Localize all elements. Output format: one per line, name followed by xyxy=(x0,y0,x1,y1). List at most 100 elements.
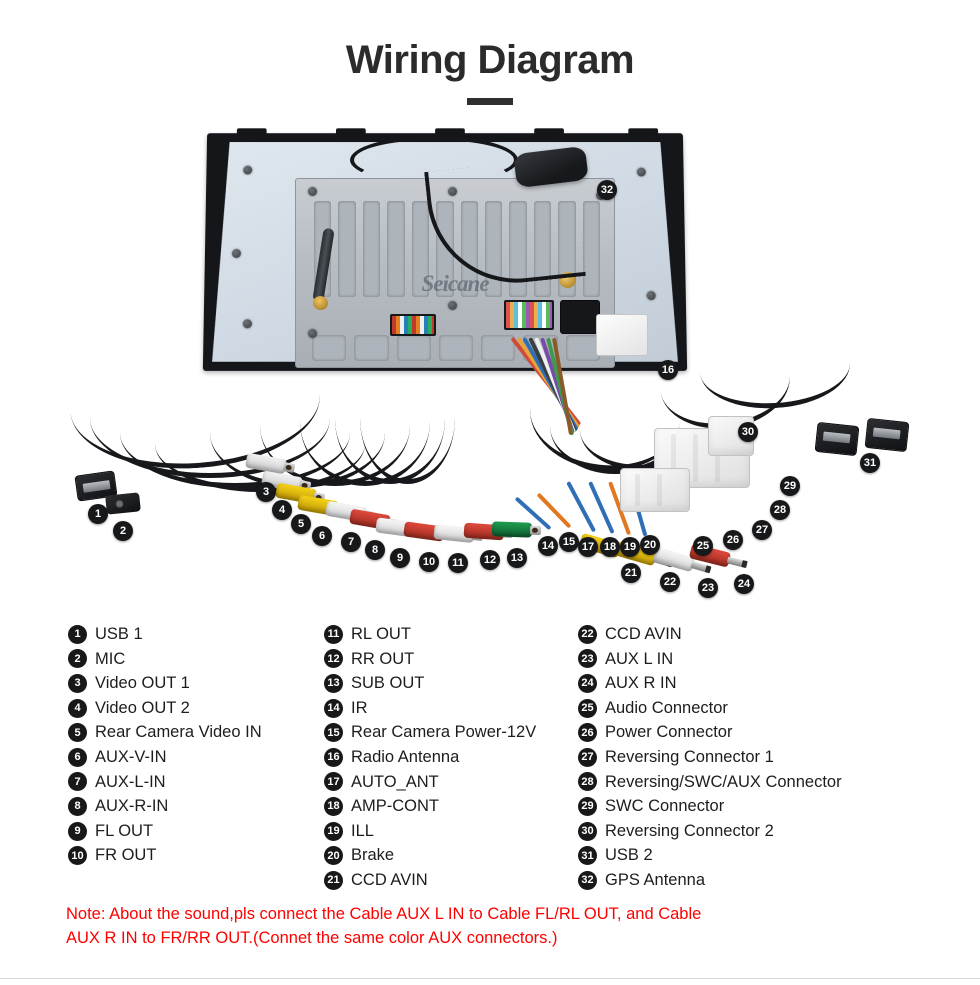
callout-badge-15: 15 xyxy=(559,532,579,552)
legend-number-badge: 30 xyxy=(578,821,597,841)
note-block: Note: About the sound,pls connect the Ca… xyxy=(66,903,926,951)
bezel-tab xyxy=(335,128,366,138)
note-line-1: Note: About the sound,pls connect the Ca… xyxy=(66,905,702,923)
vent-slot xyxy=(533,201,552,297)
legend-label: USB 1 xyxy=(95,625,143,644)
rear-harness-pins-secondary xyxy=(390,314,436,336)
callout-badge-25: 25 xyxy=(693,536,713,556)
callout-badge-3: 3 xyxy=(256,482,276,502)
vent-slot xyxy=(362,201,381,297)
bottom-divider xyxy=(0,978,980,979)
legend-number-badge: 10 xyxy=(68,846,87,866)
legend-number-badge: 8 xyxy=(68,796,87,816)
legend-number-badge: 20 xyxy=(324,846,343,866)
legend-label: IR xyxy=(351,698,368,717)
legend-label: Power Connector xyxy=(605,723,733,742)
rca-sub-out xyxy=(491,521,533,538)
legend-number-badge: 32 xyxy=(578,870,597,890)
callout-badge-20: 20 xyxy=(640,535,660,555)
legend-item-26: 26 Power Connector xyxy=(578,720,918,745)
legend-label: Radio Antenna xyxy=(351,748,460,767)
callout-badge-28: 28 xyxy=(770,500,790,520)
callout-badge-23: 23 xyxy=(698,578,718,598)
legend-label: FR OUT xyxy=(95,846,157,865)
usb2-port-b xyxy=(864,417,910,453)
cable-bundle xyxy=(580,390,700,470)
legend-label: FL OUT xyxy=(95,821,154,840)
legend-number-badge: 14 xyxy=(324,698,343,718)
usb2-port-a xyxy=(814,421,860,457)
callout-badge-6: 6 xyxy=(312,526,332,546)
legend-item-16: 16 Radio Antenna xyxy=(324,745,579,770)
screw xyxy=(243,166,252,175)
legend-number-badge: 1 xyxy=(68,624,87,644)
legend-label: ILL xyxy=(351,821,374,840)
legend-label: Reversing/SWC/AUX Connector xyxy=(605,772,842,791)
callout-badge-26: 26 xyxy=(723,530,743,550)
legend-number-badge: 26 xyxy=(578,723,597,743)
screw xyxy=(243,319,252,328)
callout-badge-27: 27 xyxy=(752,520,772,540)
legend-label: Rear Camera Power-12V xyxy=(351,723,537,742)
legend-item-27: 27 Reversing Connector 1 xyxy=(578,745,918,770)
screw xyxy=(647,291,656,300)
legend-label: Reversing Connector 1 xyxy=(605,748,774,767)
legend-label: Video OUT 2 xyxy=(95,698,190,717)
legend-number-badge: 23 xyxy=(578,649,597,669)
connector-rib xyxy=(715,434,720,482)
page-title: Wiring Diagram xyxy=(345,38,635,82)
legend-number-badge: 11 xyxy=(324,624,343,644)
legend-number-badge: 25 xyxy=(578,698,597,718)
vent-grille xyxy=(314,201,601,297)
vent-slot xyxy=(460,201,478,297)
screw xyxy=(308,187,317,196)
legend-number-badge: 4 xyxy=(68,698,87,718)
rear-black-connector xyxy=(560,300,600,334)
vent-slot xyxy=(481,335,516,361)
legend-label: CCD AVIN xyxy=(351,870,428,889)
legend-label: RR OUT xyxy=(351,649,415,668)
callout-badge-21: 21 xyxy=(621,563,641,583)
legend-label: USB 2 xyxy=(605,846,653,865)
legend-number-badge: 18 xyxy=(324,796,343,816)
legend-number-badge: 27 xyxy=(578,747,597,767)
cable-bundle xyxy=(550,378,680,474)
legend-number-badge: 21 xyxy=(324,870,343,890)
callout-badge-9: 9 xyxy=(390,548,410,568)
legend-number-badge: 16 xyxy=(324,747,343,767)
power-connector xyxy=(620,468,690,512)
product-photo: Seicane xyxy=(60,128,930,613)
connector-rib xyxy=(657,474,662,506)
legend-label: MIC xyxy=(95,649,126,668)
bezel-tab xyxy=(236,128,267,138)
legend-label: SWC Connector xyxy=(605,797,725,816)
connector-rib xyxy=(693,434,698,482)
legend-label: AUX-V-IN xyxy=(95,748,167,767)
screw xyxy=(448,187,457,196)
legend-label: AUTO_ANT xyxy=(351,772,439,791)
legend-number-badge: 24 xyxy=(578,673,597,693)
callout-badge-17: 17 xyxy=(578,537,598,557)
legend-label: CCD AVIN xyxy=(605,625,682,644)
bezel-tab xyxy=(534,128,564,138)
vent-slot xyxy=(338,201,356,297)
legend-number-badge: 31 xyxy=(578,846,597,866)
callout-badge-24: 24 xyxy=(734,574,754,594)
legend-number-badge: 22 xyxy=(578,624,597,644)
legend-number-badge: 5 xyxy=(68,723,87,743)
